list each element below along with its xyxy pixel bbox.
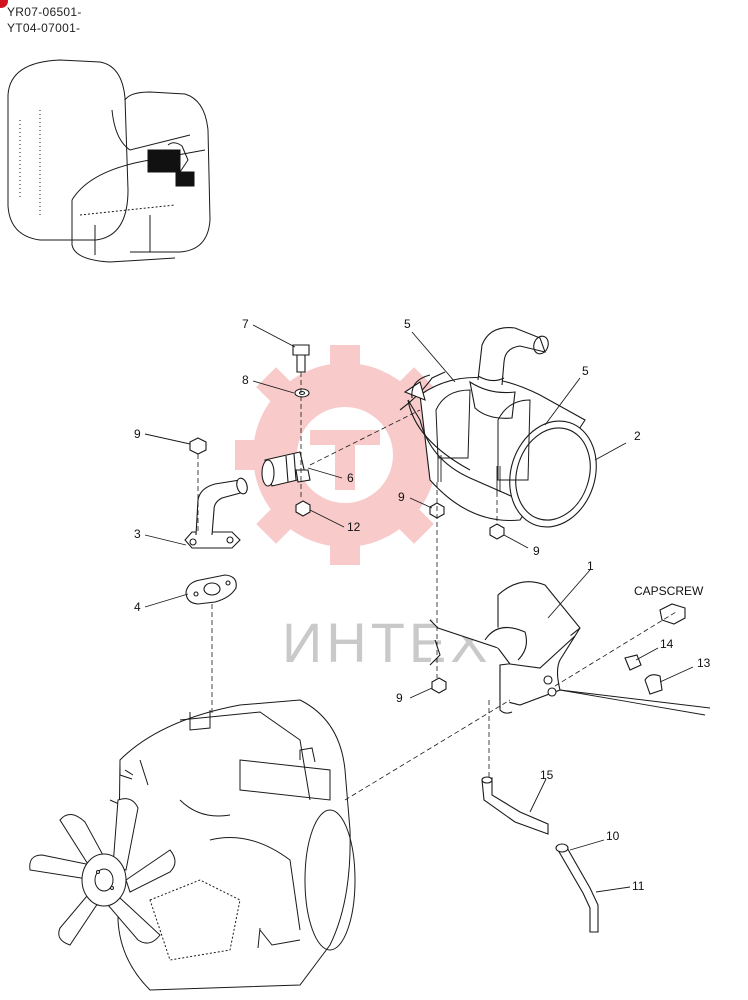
hose-part-6: [261, 451, 311, 487]
pipe-part-15: [481, 776, 549, 835]
watermark-text: ИНТЕХ: [282, 611, 492, 674]
locator-highlight: [147, 149, 181, 173]
callout-3: 3: [134, 527, 141, 541]
hose-part-11: [555, 843, 599, 933]
callout-9-d: 9: [396, 691, 403, 705]
callout-2: 2: [634, 429, 641, 443]
callout-capscrew: CAPSCREW: [634, 584, 704, 598]
cooling-fan: [29, 798, 176, 946]
callout-5-b: 5: [582, 364, 589, 378]
leader-lines: [144, 324, 694, 893]
callout-13: 13: [697, 656, 711, 670]
callout-5-a: 5: [404, 317, 411, 331]
callout-15: 15: [540, 768, 554, 782]
clamp-part-10: [555, 843, 569, 853]
engine-block: [109, 699, 356, 991]
bolt-part-7-head: [292, 344, 310, 356]
serial-number-1: YR07-06501-: [7, 5, 82, 19]
callout-12: 12: [347, 520, 361, 534]
nut-9-right: [489, 523, 505, 540]
corner-badge: [0, 0, 8, 8]
callout-4: 4: [134, 600, 141, 614]
air-inlet-elbow: [477, 327, 546, 386]
callout-14: 14: [660, 637, 674, 651]
callout-11: 11: [632, 879, 645, 893]
clip-part-13: [644, 674, 663, 695]
assembly-lines: [197, 372, 677, 801]
callout-1: 1: [587, 559, 594, 573]
callout-8: 8: [242, 373, 249, 387]
callout-6: 6: [347, 471, 354, 485]
gasket-part-4: [185, 574, 237, 605]
machine-locator-view: [7, 59, 211, 263]
callout-9-a: 9: [134, 427, 141, 441]
air-cleaner-cap: [509, 420, 597, 528]
air-cleaner-assembly: [399, 327, 597, 528]
callout-9-b: 9: [398, 490, 405, 504]
serial-number-2: YT04-07001-: [7, 21, 81, 35]
watermark-gear-logo: [235, 345, 455, 565]
callout-9-c: 9: [533, 544, 540, 558]
fitting-part-14: [624, 654, 642, 671]
callout-10: 10: [606, 829, 620, 843]
pipe-part-3: [184, 477, 248, 549]
nut-part-12: [295, 500, 311, 517]
bracket-part-1: [429, 581, 581, 714]
nut-9-lower: [431, 677, 447, 694]
nut-9-left: [189, 437, 207, 455]
reference-lines: [559, 689, 711, 716]
callout-7: 7: [242, 317, 249, 331]
